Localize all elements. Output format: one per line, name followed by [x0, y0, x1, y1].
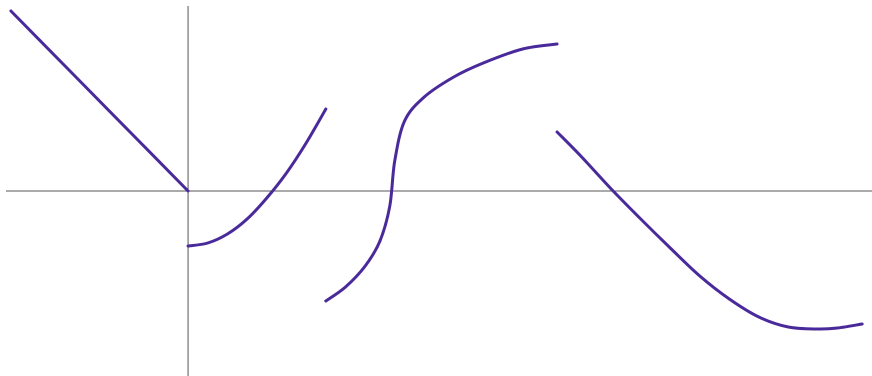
axes: [6, 6, 872, 376]
curve-segment-2: [186, 107, 328, 248]
curve-segment-4: [555, 130, 864, 331]
curve-segment-3: [324, 42, 559, 303]
curve-segment-1: [9, 9, 190, 193]
curves: [9, 9, 864, 331]
